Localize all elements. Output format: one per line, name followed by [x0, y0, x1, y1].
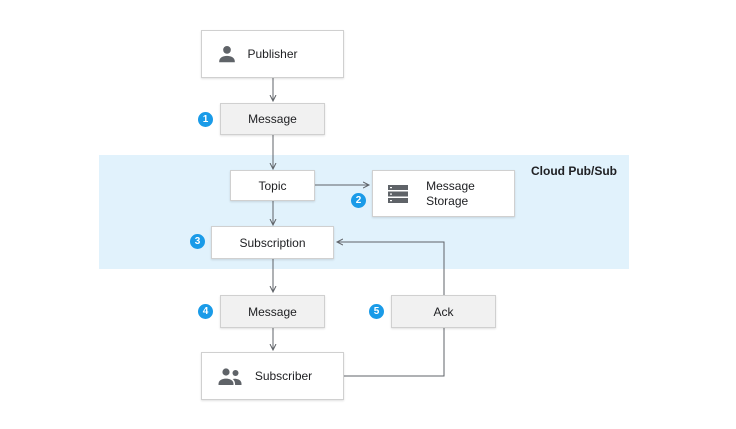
message-out-label: Message [248, 304, 297, 319]
message-in-node: Message [220, 103, 325, 135]
publisher-node: Publisher [201, 30, 344, 78]
subscription-label: Subscription [239, 235, 306, 250]
group-icon [216, 365, 244, 387]
ack-path-to-subscription [337, 242, 445, 295]
ack-path-subscriber-to-ack [343, 328, 445, 377]
step-badge-1: 1 [198, 112, 213, 127]
subscriber-node: Subscriber [201, 352, 344, 400]
message-storage-node: Message Storage [372, 170, 515, 217]
step-badge-4: 4 [198, 304, 213, 319]
subscriber-label: Subscriber [254, 369, 313, 383]
subscription-node: Subscription [211, 226, 334, 259]
ack-node: Ack [391, 295, 496, 328]
topic-label: Topic [258, 178, 287, 193]
cloud-pubsub-region: Cloud Pub/Sub [99, 155, 629, 269]
step-badge-5: 5 [369, 304, 384, 319]
region-label: Cloud Pub/Sub [531, 164, 617, 178]
step-badge-2: 2 [351, 193, 366, 208]
storage-label: Message Storage [426, 179, 475, 209]
message-out-node: Message [220, 295, 325, 328]
storage-icon [387, 184, 409, 204]
storage-label-line1: Message [426, 178, 475, 193]
person-icon [216, 43, 238, 65]
publisher-label: Publisher [247, 47, 298, 61]
storage-label-line2: Storage [426, 193, 469, 208]
message-in-label: Message [248, 112, 297, 126]
step-badge-3: 3 [190, 234, 205, 249]
ack-label: Ack [433, 304, 454, 319]
topic-node: Topic [230, 170, 315, 201]
